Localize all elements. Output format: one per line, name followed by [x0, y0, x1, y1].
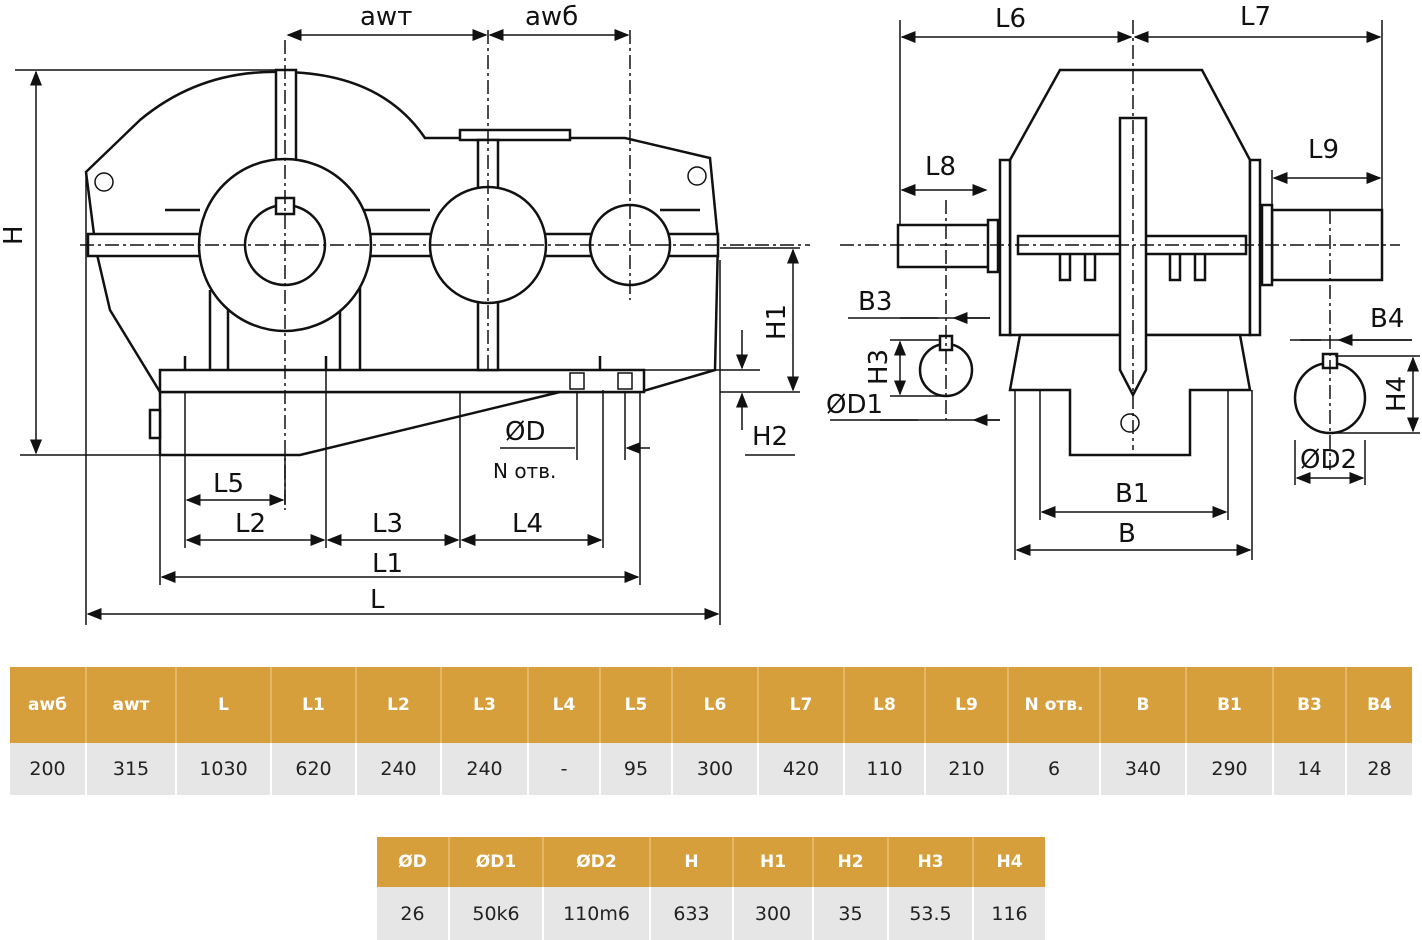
column-header: ØD	[377, 837, 450, 887]
table-cell: 420	[758, 743, 845, 795]
table-cell: 240	[356, 743, 442, 795]
table-cell: 6	[1008, 743, 1101, 795]
column-header: L7	[758, 667, 845, 743]
table-cell: 620	[271, 743, 357, 795]
table-cell: 240	[441, 743, 529, 795]
label-B1: B1	[1115, 479, 1149, 509]
table-cell: 300	[733, 887, 814, 940]
label-L: L	[370, 585, 385, 615]
column-header: H3	[888, 837, 974, 887]
column-header: awт	[86, 667, 177, 743]
column-header: L6	[672, 667, 759, 743]
table-cell: 110	[844, 743, 926, 795]
column-header: H1	[733, 837, 814, 887]
column-header: L9	[925, 667, 1009, 743]
table-cell: 1030	[176, 743, 272, 795]
column-header: H4	[973, 837, 1045, 887]
label-L1: L1	[372, 549, 403, 579]
front-view: awт awб H H1 H2 ØD N отв. L5 L2 L3 L4 L1…	[0, 2, 810, 625]
label-B: B	[1118, 519, 1136, 549]
column-header: L2	[356, 667, 442, 743]
column-header: awб	[10, 667, 87, 743]
label-awt: awт	[360, 2, 412, 32]
table-cell: 28	[1346, 743, 1412, 795]
label-L7: L7	[1240, 2, 1271, 32]
column-header: ØD2	[543, 837, 651, 887]
column-header: L5	[600, 667, 673, 743]
table-cell: 340	[1100, 743, 1187, 795]
table-cell: 290	[1186, 743, 1274, 795]
label-D: ØD	[505, 417, 546, 447]
table-cell: 200	[10, 743, 87, 795]
label-L2: L2	[235, 509, 266, 539]
table-cell: 26	[377, 887, 450, 940]
table-cell: 110m6	[543, 887, 651, 940]
label-H3: H3	[864, 349, 894, 385]
table-cell: 50k6	[449, 887, 544, 940]
label-awb: awб	[525, 2, 578, 32]
label-H: H	[0, 225, 29, 245]
label-L6: L6	[995, 4, 1026, 34]
label-H4: H4	[1382, 376, 1412, 412]
label-L9: L9	[1308, 135, 1339, 165]
side-view: L6 L7 L8 L9 B3 H3 ØD1 B4 H4 ØD2 B1 B	[826, 2, 1420, 560]
table-cell: 53.5	[888, 887, 974, 940]
column-header: H	[650, 837, 734, 887]
label-L8: L8	[925, 152, 956, 182]
column-header: B3	[1273, 667, 1347, 743]
column-header: ØD1	[449, 837, 544, 887]
column-header: B	[1100, 667, 1187, 743]
column-header: L4	[528, 667, 601, 743]
label-L5: L5	[213, 469, 244, 499]
label-D2: ØD2	[1300, 445, 1357, 475]
table-cell: 633	[650, 887, 734, 940]
column-header: L1	[271, 667, 357, 743]
table-cell: -	[528, 743, 601, 795]
label-L3: L3	[372, 509, 403, 539]
gearbox-dimension-drawing: awт awб H H1 H2 ØD N отв. L5 L2 L3 L4 L1…	[0, 2, 1420, 625]
label-N: N отв.	[493, 459, 556, 483]
column-header: L3	[441, 667, 529, 743]
label-L4: L4	[512, 509, 543, 539]
table-cell: 315	[86, 743, 177, 795]
label-H2: H2	[752, 422, 788, 452]
table-cell: 95	[600, 743, 673, 795]
table-cell: 14	[1273, 743, 1347, 795]
column-header: L	[176, 667, 272, 743]
label-B4: B4	[1370, 304, 1404, 334]
table-cell: 210	[925, 743, 1009, 795]
table-cell: 116	[973, 887, 1045, 940]
column-header: H2	[813, 837, 889, 887]
column-header: N отв.	[1008, 667, 1101, 743]
column-header: B4	[1346, 667, 1412, 743]
table-cell: 300	[672, 743, 759, 795]
column-header: L8	[844, 667, 926, 743]
label-B3: B3	[858, 287, 892, 317]
label-H1: H1	[762, 304, 792, 340]
table-cell: 35	[813, 887, 889, 940]
label-D1: ØD1	[826, 390, 883, 420]
column-header: B1	[1186, 667, 1274, 743]
